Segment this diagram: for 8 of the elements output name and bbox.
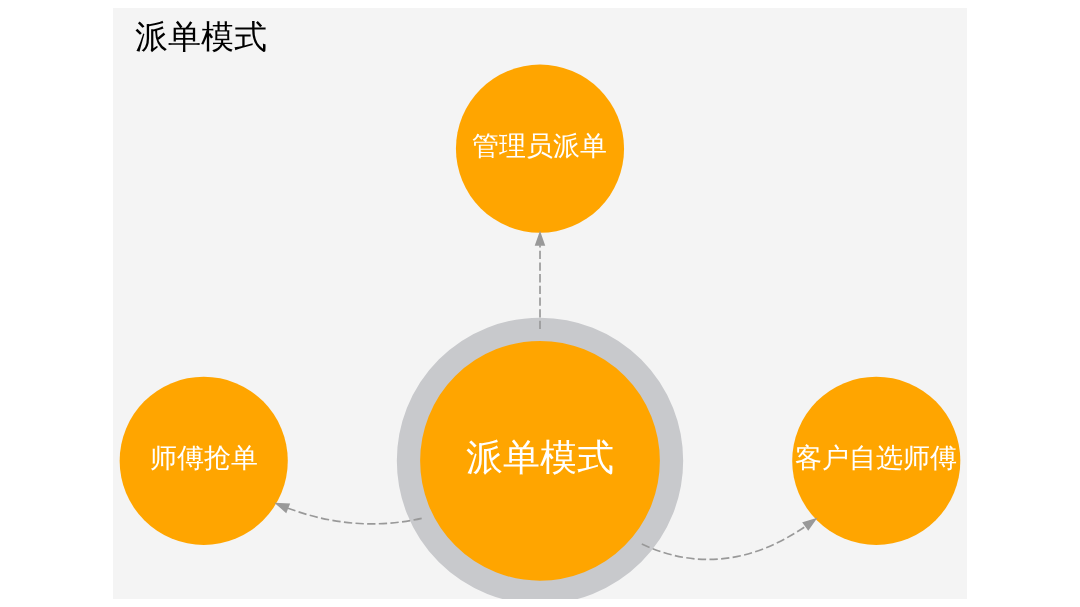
node-circle: 管理员派单 — [455, 64, 625, 233]
diagram-title: 派单模式 — [135, 16, 268, 56]
arrow — [640, 517, 818, 561]
arrow — [274, 502, 423, 525]
node-circle: 客户自选师傅 — [792, 376, 961, 545]
node-circle: 师傅抢单 — [119, 376, 288, 545]
arrow — [534, 230, 546, 330]
node-circle: 派单模式 — [396, 317, 684, 599]
